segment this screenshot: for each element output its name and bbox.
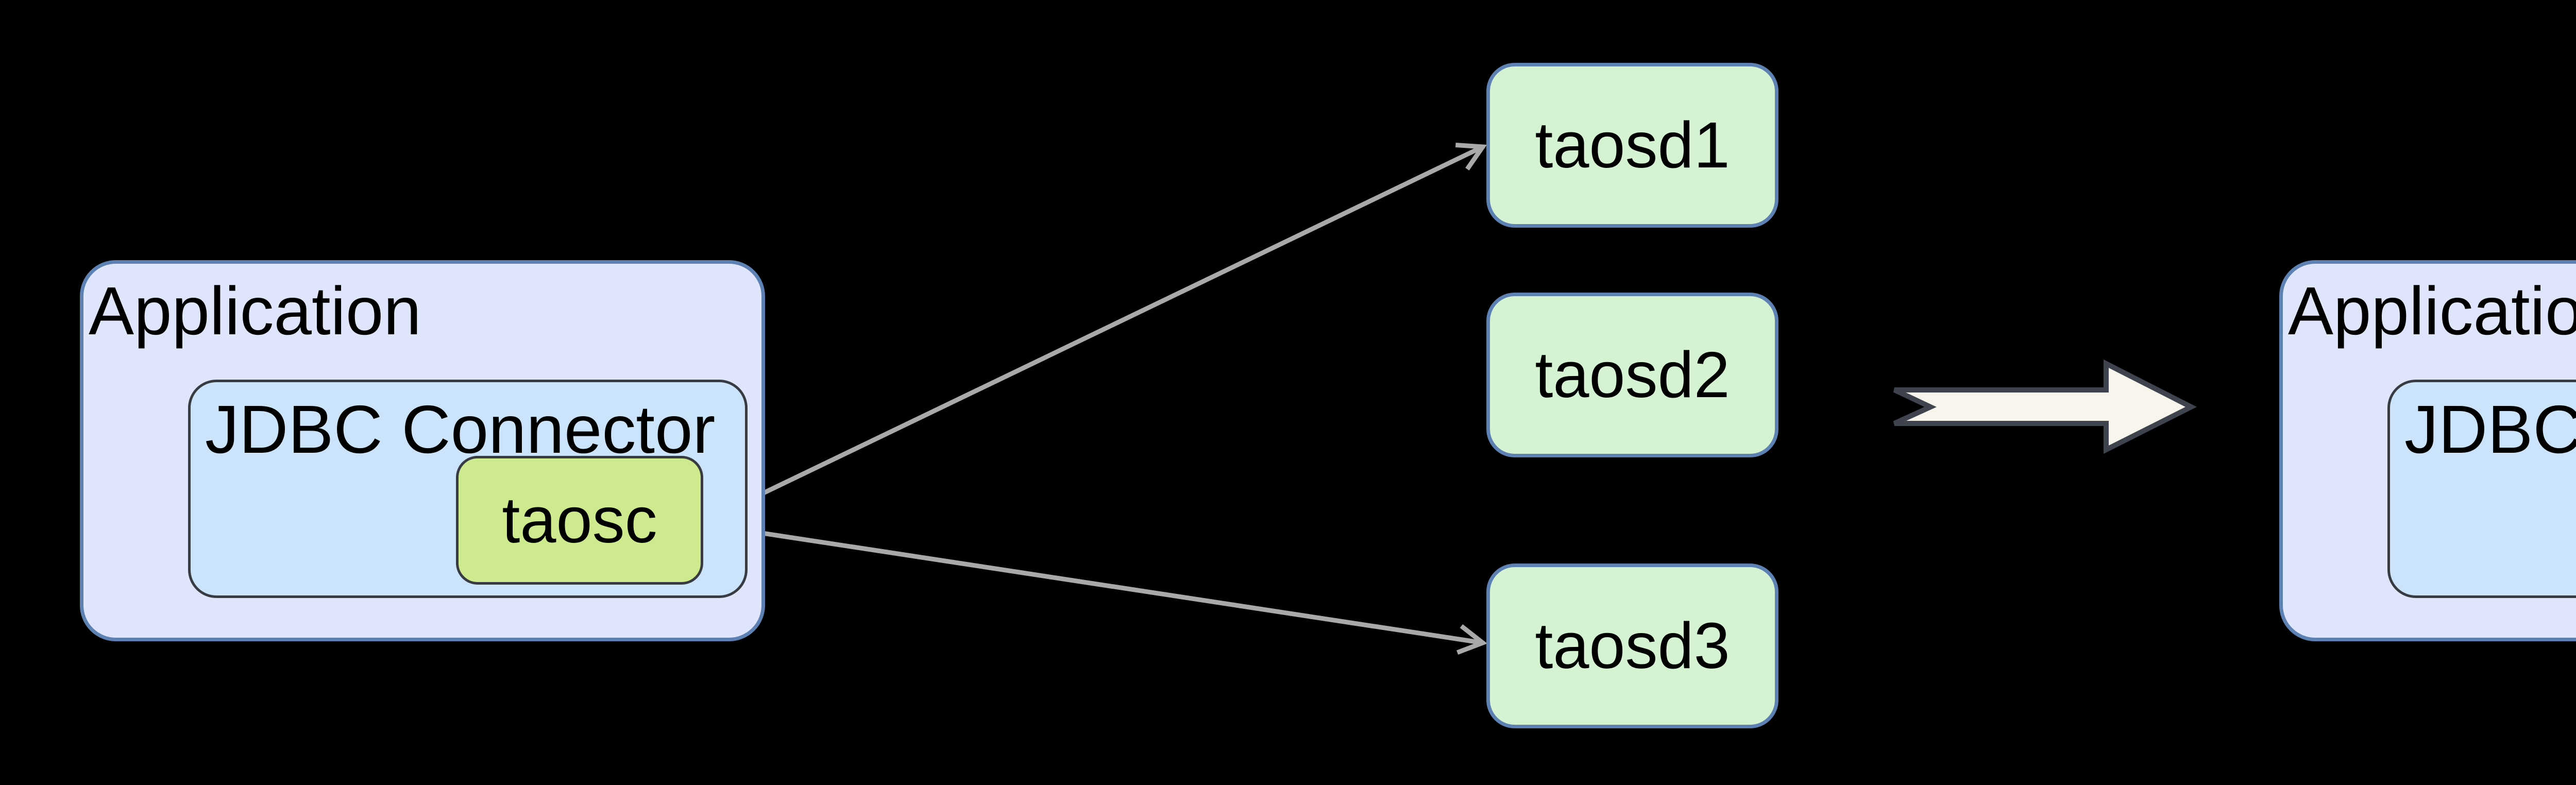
taosd1-label: taosd1	[1535, 109, 1730, 181]
taosc-label: taosc	[502, 484, 657, 556]
jdbc-connector-label: JDBC Connector	[205, 391, 716, 467]
jdbc-connector-label: JDBC Connector	[2404, 391, 2576, 467]
application-box-left: Application JDBC Connector taosc	[80, 260, 765, 641]
taosd1-box-left: taosd1	[1486, 63, 1778, 228]
connector-arrow-left-taosc-taosd3	[704, 522, 1488, 655]
application-label: Application	[2288, 273, 2576, 349]
taosd2-label: taosd2	[1535, 338, 1730, 411]
taosd3-box-left: taosd3	[1486, 564, 1778, 728]
connector-arrow-left-taosc-taosd1	[704, 143, 1487, 524]
taosd3-label: taosd3	[1535, 609, 1730, 682]
transition-arrow-icon	[1893, 359, 2197, 454]
application-box-right: Application JDBC Connector taosc	[2279, 260, 2576, 641]
taosd2-box-left: taosd2	[1486, 293, 1778, 457]
jdbc-connector-box-right: JDBC Connector taosc	[2387, 380, 2576, 598]
jdbc-connector-box-left: JDBC Connector taosc	[188, 380, 748, 598]
application-label: Application	[89, 273, 421, 349]
taosc-box-left: taosc	[456, 456, 703, 585]
